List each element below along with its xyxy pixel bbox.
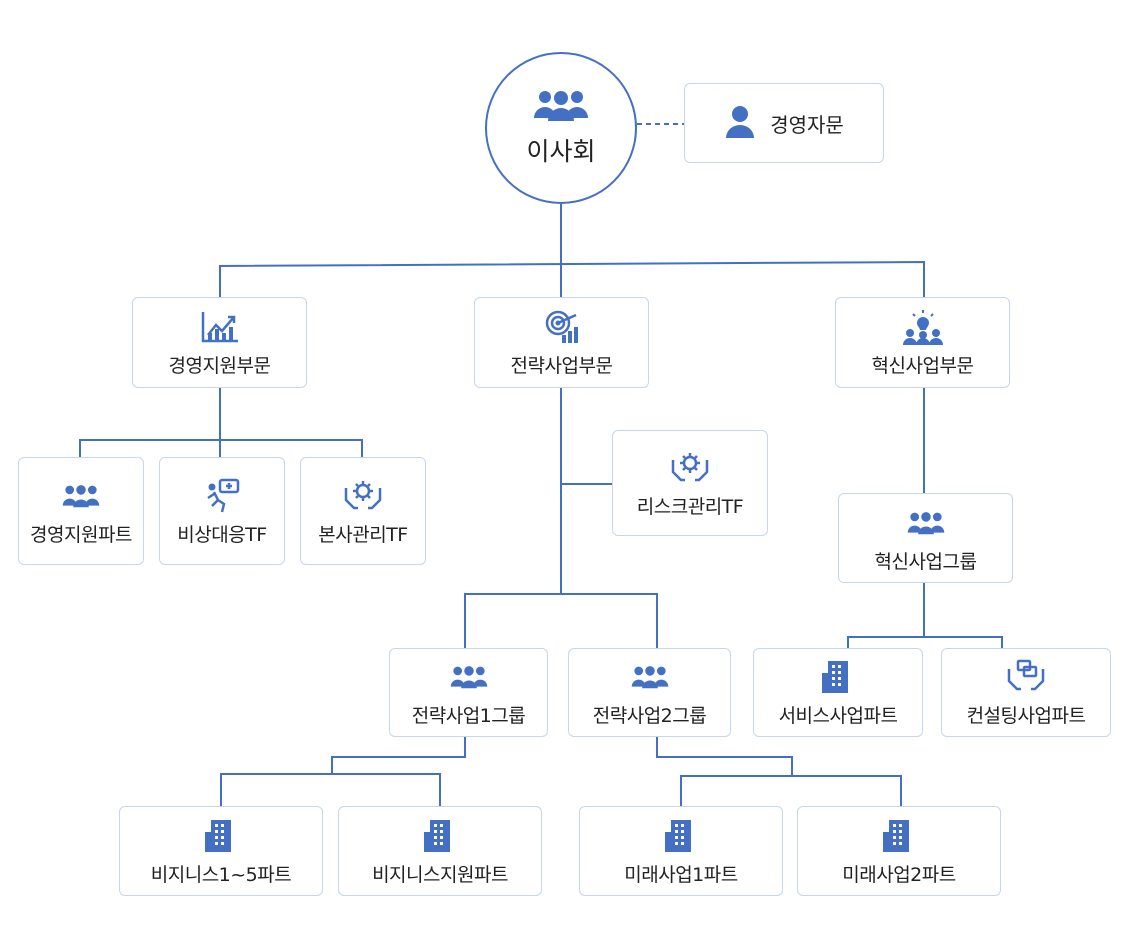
board-of-directors-node: 이사회 — [485, 52, 637, 204]
people-group-icon — [903, 503, 949, 543]
hq-management-tf: 본사관리TF — [300, 457, 426, 565]
future-business-2-part-label: 미래사업2파트 — [842, 863, 956, 886]
chart-growth-icon — [197, 307, 243, 347]
gear-hands-icon — [340, 476, 386, 516]
consulting-icon — [1003, 657, 1049, 697]
people-group-icon — [446, 657, 492, 697]
future-business-1-part: 미래사업1파트 — [579, 806, 783, 896]
management-support-part-label: 경영지원파트 — [30, 523, 132, 546]
strategy-business-group-2-label: 전략사업2그룹 — [592, 705, 707, 727]
target-chart-icon — [539, 307, 585, 347]
emergency-run-icon — [199, 476, 245, 516]
business-support-part-label: 비지니스지원파트 — [372, 863, 508, 886]
management-support-division: 경영지원부문 — [132, 297, 307, 388]
advisory-node: 경영자문 — [684, 83, 884, 163]
building-icon — [815, 657, 861, 697]
risk-management-tf-label: 리스크관리TF — [636, 495, 744, 518]
people-group-icon — [627, 657, 673, 697]
strategy-business-group-2: 전략사업2그룹 — [568, 648, 731, 737]
future-business-2-part: 미래사업2파트 — [797, 806, 1001, 896]
building-icon — [417, 816, 463, 856]
business-1-5-part: 비지니스1~5파트 — [119, 806, 323, 896]
innovation-business-group-label: 혁신사업그룹 — [874, 550, 977, 573]
innovation-business-group: 혁신사업그룹 — [838, 493, 1013, 583]
idea-people-icon — [900, 307, 946, 347]
strategy-business-division: 전략사업부문 — [474, 297, 649, 388]
business-support-part: 비지니스지원파트 — [338, 806, 542, 896]
emergency-response-tf-label: 비상대응TF — [177, 523, 267, 546]
building-icon — [658, 816, 704, 856]
future-business-1-part-label: 미래사업1파트 — [624, 863, 738, 886]
consulting-business-part: 컨설팅사업파트 — [941, 648, 1111, 737]
innovation-business-label: 혁신사업부문 — [871, 355, 974, 377]
risk-management-tf: 리스크관리TF — [612, 430, 768, 536]
management-support-label: 경영지원부문 — [168, 355, 271, 377]
strategy-business-label: 전략사업부문 — [510, 355, 613, 377]
innovation-business-division: 혁신사업부문 — [835, 297, 1010, 388]
advisory-label: 경영자문 — [770, 112, 844, 137]
business-1-5-part-label: 비지니스1~5파트 — [150, 863, 292, 886]
gear-hands-icon — [667, 448, 713, 488]
building-icon — [876, 816, 922, 856]
consulting-business-part-label: 컨설팅사업파트 — [966, 705, 1086, 727]
people-group-icon — [531, 88, 591, 126]
strategy-business-group-1-label: 전략사업1그룹 — [411, 705, 526, 727]
person-icon — [724, 104, 756, 142]
people-group-icon — [58, 476, 104, 516]
hq-management-tf-label: 본사관리TF — [318, 523, 408, 546]
management-support-part: 경영지원파트 — [18, 457, 144, 565]
strategy-business-group-1: 전략사업1그룹 — [389, 648, 548, 737]
service-business-part-label: 서비스사업파트 — [778, 705, 898, 727]
emergency-response-tf: 비상대응TF — [159, 457, 285, 565]
service-business-part: 서비스사업파트 — [753, 648, 923, 737]
building-icon — [198, 816, 244, 856]
board-label: 이사회 — [526, 137, 596, 166]
